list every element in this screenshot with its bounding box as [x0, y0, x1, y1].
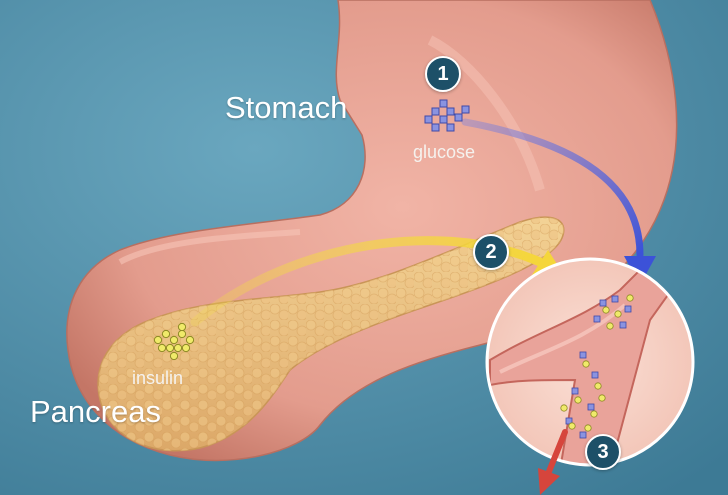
- glucose-arrow: [461, 118, 644, 259]
- step-3-badge: 3: [585, 434, 621, 470]
- blood-vessel-inset: [485, 257, 695, 467]
- step-2-badge: 2: [473, 234, 509, 270]
- stomach-label: Stomach: [225, 90, 348, 125]
- pancreas-label: Pancreas: [30, 394, 161, 429]
- insulin-cluster: [153, 322, 195, 361]
- insulin-label: insulin: [132, 368, 184, 388]
- glucose-cluster: [424, 99, 470, 132]
- blood-flow-arrow: [538, 429, 568, 495]
- glucose-label: glucose: [413, 142, 476, 162]
- step-1-badge: 1: [425, 56, 461, 92]
